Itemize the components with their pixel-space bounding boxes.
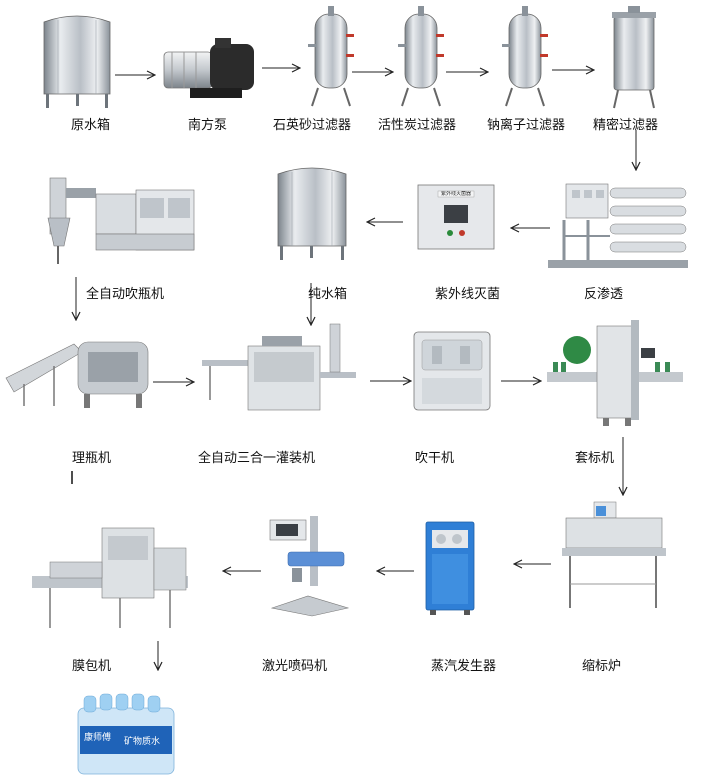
product-node: 康师傅 矿物质水 [76,690,176,778]
filling-node [200,322,360,414]
filling-machine-icon [202,323,356,411]
sleeve-labeler-icon [547,320,683,426]
pump-label: 南方泵 [188,118,228,133]
uv-panel-text: 紫外线灭菌器 [440,191,471,197]
raw-tank-label: 原水箱 [71,118,111,133]
precision-filter-label: 精密过滤器 [593,118,659,133]
steam-generator-icon [425,521,475,615]
carbon-filter-label: 活性炭过滤器 [378,118,457,133]
blow-molding-node [40,158,198,270]
filling-label: 全自动三合一灌装机 [198,451,316,466]
dryer-label: 吹干机 [415,451,455,466]
product-brand-text: 康师傅 [84,733,112,743]
uv-sterilizer-icon [417,184,495,250]
filter-vessel-icon [398,6,444,107]
product-name-text: 矿物质水 [124,737,161,747]
air-dryer-icon [413,331,491,411]
cartridge-filter-icon [612,6,656,109]
blow-molding-machine-icon [47,177,195,264]
shrink-wrapper-label: 膜包机 [72,659,112,674]
shrink-tunnel-node [560,500,666,612]
laser-coder-icon [269,516,350,617]
pump-node [160,30,260,105]
steam-label: 蒸汽发生器 [431,659,497,674]
bottled-water-pack-icon [77,693,175,775]
shrink-wrapper-node [30,518,190,632]
uv-sterilizer-node: 紫外线灭菌器 [416,183,496,251]
sleeve-label: 套标机 [575,451,615,466]
laser-node [262,512,354,618]
pure-tank-label: 纯水箱 [308,287,348,302]
blow-molding-label: 全自动吹瓶机 [86,287,165,302]
uv-sterilizer-label: 紫外线灭菌 [435,287,501,302]
steel-tank-icon [277,167,347,260]
carbon-filter-node [396,4,446,108]
ro-node [544,176,692,276]
shrink-wrapper-icon [32,527,188,628]
sodium-filter-label: 钠离子过滤器 [487,118,566,133]
raw-tank-node [38,10,116,110]
dryer-node [412,330,492,412]
quartz-filter-node [306,4,356,108]
filter-vessel-icon [308,6,354,107]
steel-tank-icon [43,15,111,108]
filter-vessel-icon [502,6,548,107]
steam-node [424,520,476,616]
precision-filter-node [608,6,660,110]
bottle-unscrambler-icon [5,341,149,408]
ro-system-icon [548,183,688,268]
horizontal-pump-icon [163,38,254,98]
sleeve-node [545,318,685,428]
shrink-tunnel-icon [562,501,666,608]
quartz-filter-label: 石英砂过滤器 [273,118,352,133]
laser-label: 激光喷码机 [262,659,328,674]
unscrambler-label: 理瓶机 [72,451,112,466]
shrink-tunnel-label: 缩标炉 [582,659,622,674]
unscrambler-node [4,318,156,410]
sodium-filter-node [500,4,550,108]
pure-tank-node [272,162,352,262]
ro-label: 反渗透 [584,287,624,302]
